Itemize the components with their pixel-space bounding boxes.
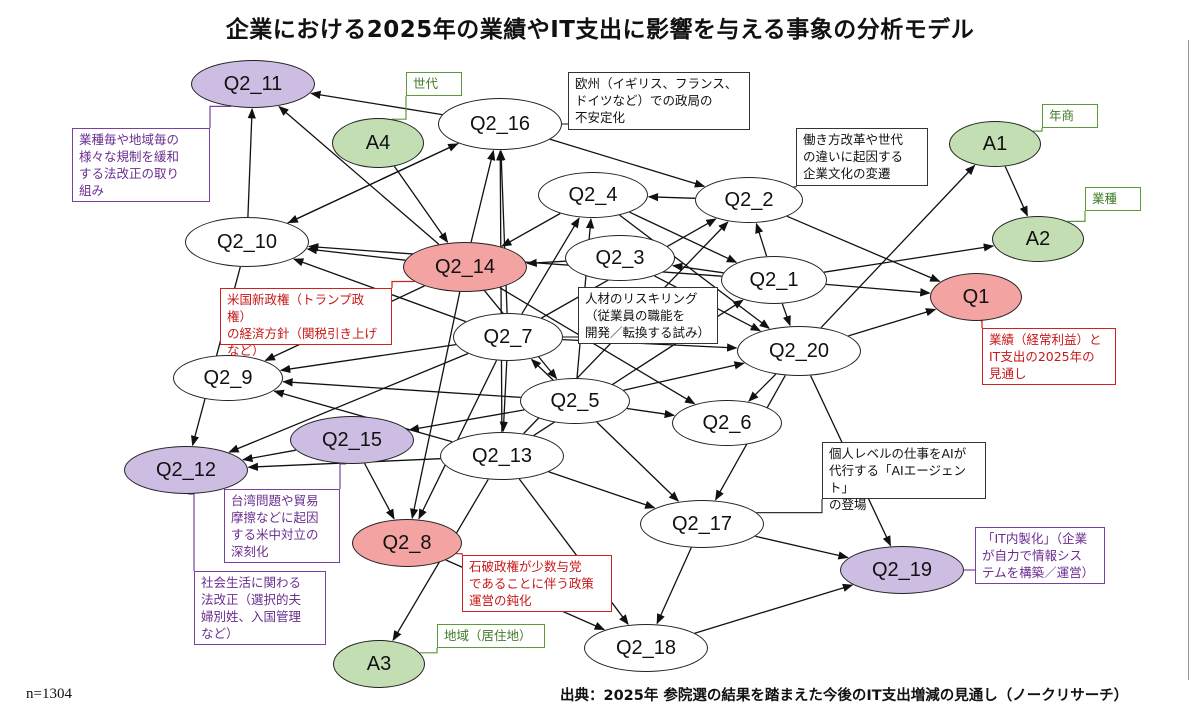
leader-shakai [187,493,195,571]
leader-ishiba [456,553,463,555]
edge-q2_5-to-q2_15 [408,409,525,433]
edge-q2_4-to-q2_14 [501,212,561,247]
edge-q2_10-to-q2_16 [287,143,459,224]
edge-q2_20-to-q1 [848,308,937,337]
note-taiwan: 台湾問題や貿易 摩擦などに起因 する米中対立の 深刻化 [224,489,340,563]
edge-q2_16-to-q2_11 [310,90,443,116]
node-q1: Q1 [930,273,1022,321]
node-q2-5: Q2_5 [520,378,630,424]
edge-q2_18-to-q2_19 [694,583,854,634]
node-q2-7: Q2_7 [453,313,563,361]
edge-q2_1-to-q1 [826,283,931,297]
note-shakai: 社会生活に関わる 法改正（選択的夫 婦別姓、入国管理 など） [194,571,326,645]
node-q2-11: Q2_11 [191,60,315,108]
leader-kisei [209,105,232,128]
edge-q2_1-to-q2_3 [671,262,724,274]
note-kisei: 業種毎や地域毎の 様々な規制を緩和 する法改正の取り 組み [72,128,210,202]
node-q2-2: Q2_2 [695,177,803,223]
edge-q2_17-to-q2_19 [755,535,849,560]
node-q2-13: Q2_13 [440,432,564,480]
note-trump: 米国新政権（トランプ政権） の経済方針（関税引き上げ など） [220,288,392,358]
edge-q2_13-to-q2_17 [548,471,656,509]
edge-q2_1-to-q2_2 [755,222,768,257]
leader-gyoseki [980,320,983,328]
leader-gyoshu [1067,211,1086,222]
node-q2-8: Q2_8 [352,519,462,567]
edge-q2_2-to-q2_4 [647,192,696,202]
edge-q2_15-to-q2_8 [364,463,395,520]
edge-q2_1-to-q2_20 [781,303,791,327]
node-q2-14: Q2_14 [403,242,527,292]
edge-q2_14-to-q2_10 [306,245,406,261]
node-q2-20: Q2_20 [737,326,861,376]
edge-q2_7-to-q2_4 [521,217,580,315]
edge-q2_14-to-q2_6 [499,287,696,405]
node-q2-17: Q2_17 [640,500,764,548]
node-q2-18: Q2_18 [584,624,708,672]
edge-q2_7-to-q2_16 [497,149,508,314]
sample-size: n=1304 [26,686,72,702]
note-it-naisei: 「IT内製化」（企業 が自力で情報シス テムを構築／運営） [975,527,1105,584]
node-q2-15: Q2_15 [290,416,414,464]
edge-a4-to-q2_14 [393,166,449,243]
note-chiiki: 地域（居住地） [437,624,545,648]
edge-q2_7-to-q2_12 [228,352,469,453]
edge-q2_4-to-q2_20 [619,214,770,329]
note-hatarakikata: 働き方改革や世代 の違いに起因する 企業文化の変遷 [796,128,928,186]
source-citation: 出典：2025年 参院選の結果を踏まえた今後のIT支出増減の見通し（ノークリサー… [560,688,1129,704]
edge-q2_14-to-q2_8 [410,291,461,520]
edge-q2_14-to-q2_16 [470,149,496,243]
edge-q2_5-to-q2_17 [596,421,680,502]
edge-q2_5-to-q2_7 [530,358,554,381]
note-ai-agent: 個人レベルの仕事をAIが 代行する「AIエージェント」 の登場 [822,442,986,512]
edge-q2_10-to-q2_11 [247,107,256,218]
leader-trump [391,280,415,288]
edge-q2_1-to-a2 [824,243,995,273]
note-reskilling: 人材のリスキリング （従業員の職能を 開発／転換する試み） [578,287,718,344]
edge-q2_2-to-q1 [786,215,941,282]
note-ishiba: 石破政権が少数与党 であることに伴う政策 運営の鈍化 [462,555,612,612]
leader-taiwan [339,463,347,489]
leader-ai_agent [756,499,823,514]
right-frame-line [1188,40,1197,680]
node-q2-4: Q2_4 [538,172,648,218]
node-q2-9: Q2_9 [173,355,283,401]
edge-q2_5-to-q2_6 [626,407,676,419]
node-q2-10: Q2_10 [185,217,309,267]
note-nensho: 年商 [1042,104,1098,128]
note-europe: 欧州（イギリス、フランス、 ドイツなど）での政局の 不安定化 [568,72,750,130]
node-a4: A4 [332,118,424,168]
node-a1: A1 [949,121,1041,167]
node-q2-1: Q2_1 [721,256,827,304]
edge-q2_14-to-q2_11 [278,105,440,245]
diagram-title: 企業における2025年の業績やIT支出に影響を与える事象の分析モデル [225,17,975,43]
node-q2-12: Q2_12 [124,446,248,494]
edge-q2_20-to-a1 [820,164,976,329]
edge-q2_7-to-q2_9 [279,343,456,374]
leader-nensho [1033,128,1043,132]
edge-q2_15-to-q2_12 [242,449,296,463]
edge-q2_20-to-q2_6 [748,373,777,402]
note-gyoshu: 業種 [1085,187,1141,211]
edge-q2_5-to-q2_9 [282,378,521,399]
leader-chiiki [419,648,438,654]
node-a2: A2 [992,216,1084,262]
node-q2-6: Q2_6 [672,400,782,446]
node-q2-19: Q2_19 [840,546,964,594]
note-seidai: 世代 [406,72,462,96]
edge-q2_5-to-q2_20 [623,361,745,391]
edge-q2_16-to-q2_2 [549,138,706,188]
note-gyoseki: 業績（経常利益）と IT支出の2025年の 見通し [982,328,1116,385]
node-a3: A3 [333,640,425,688]
edge-q2_13-to-q2_16 [496,149,505,433]
node-q2-16: Q2_16 [438,98,562,150]
edge-a1-to-a2 [1004,166,1028,217]
node-q2-3: Q2_3 [565,235,675,281]
edge-q2_17-to-q2_18 [656,547,692,625]
